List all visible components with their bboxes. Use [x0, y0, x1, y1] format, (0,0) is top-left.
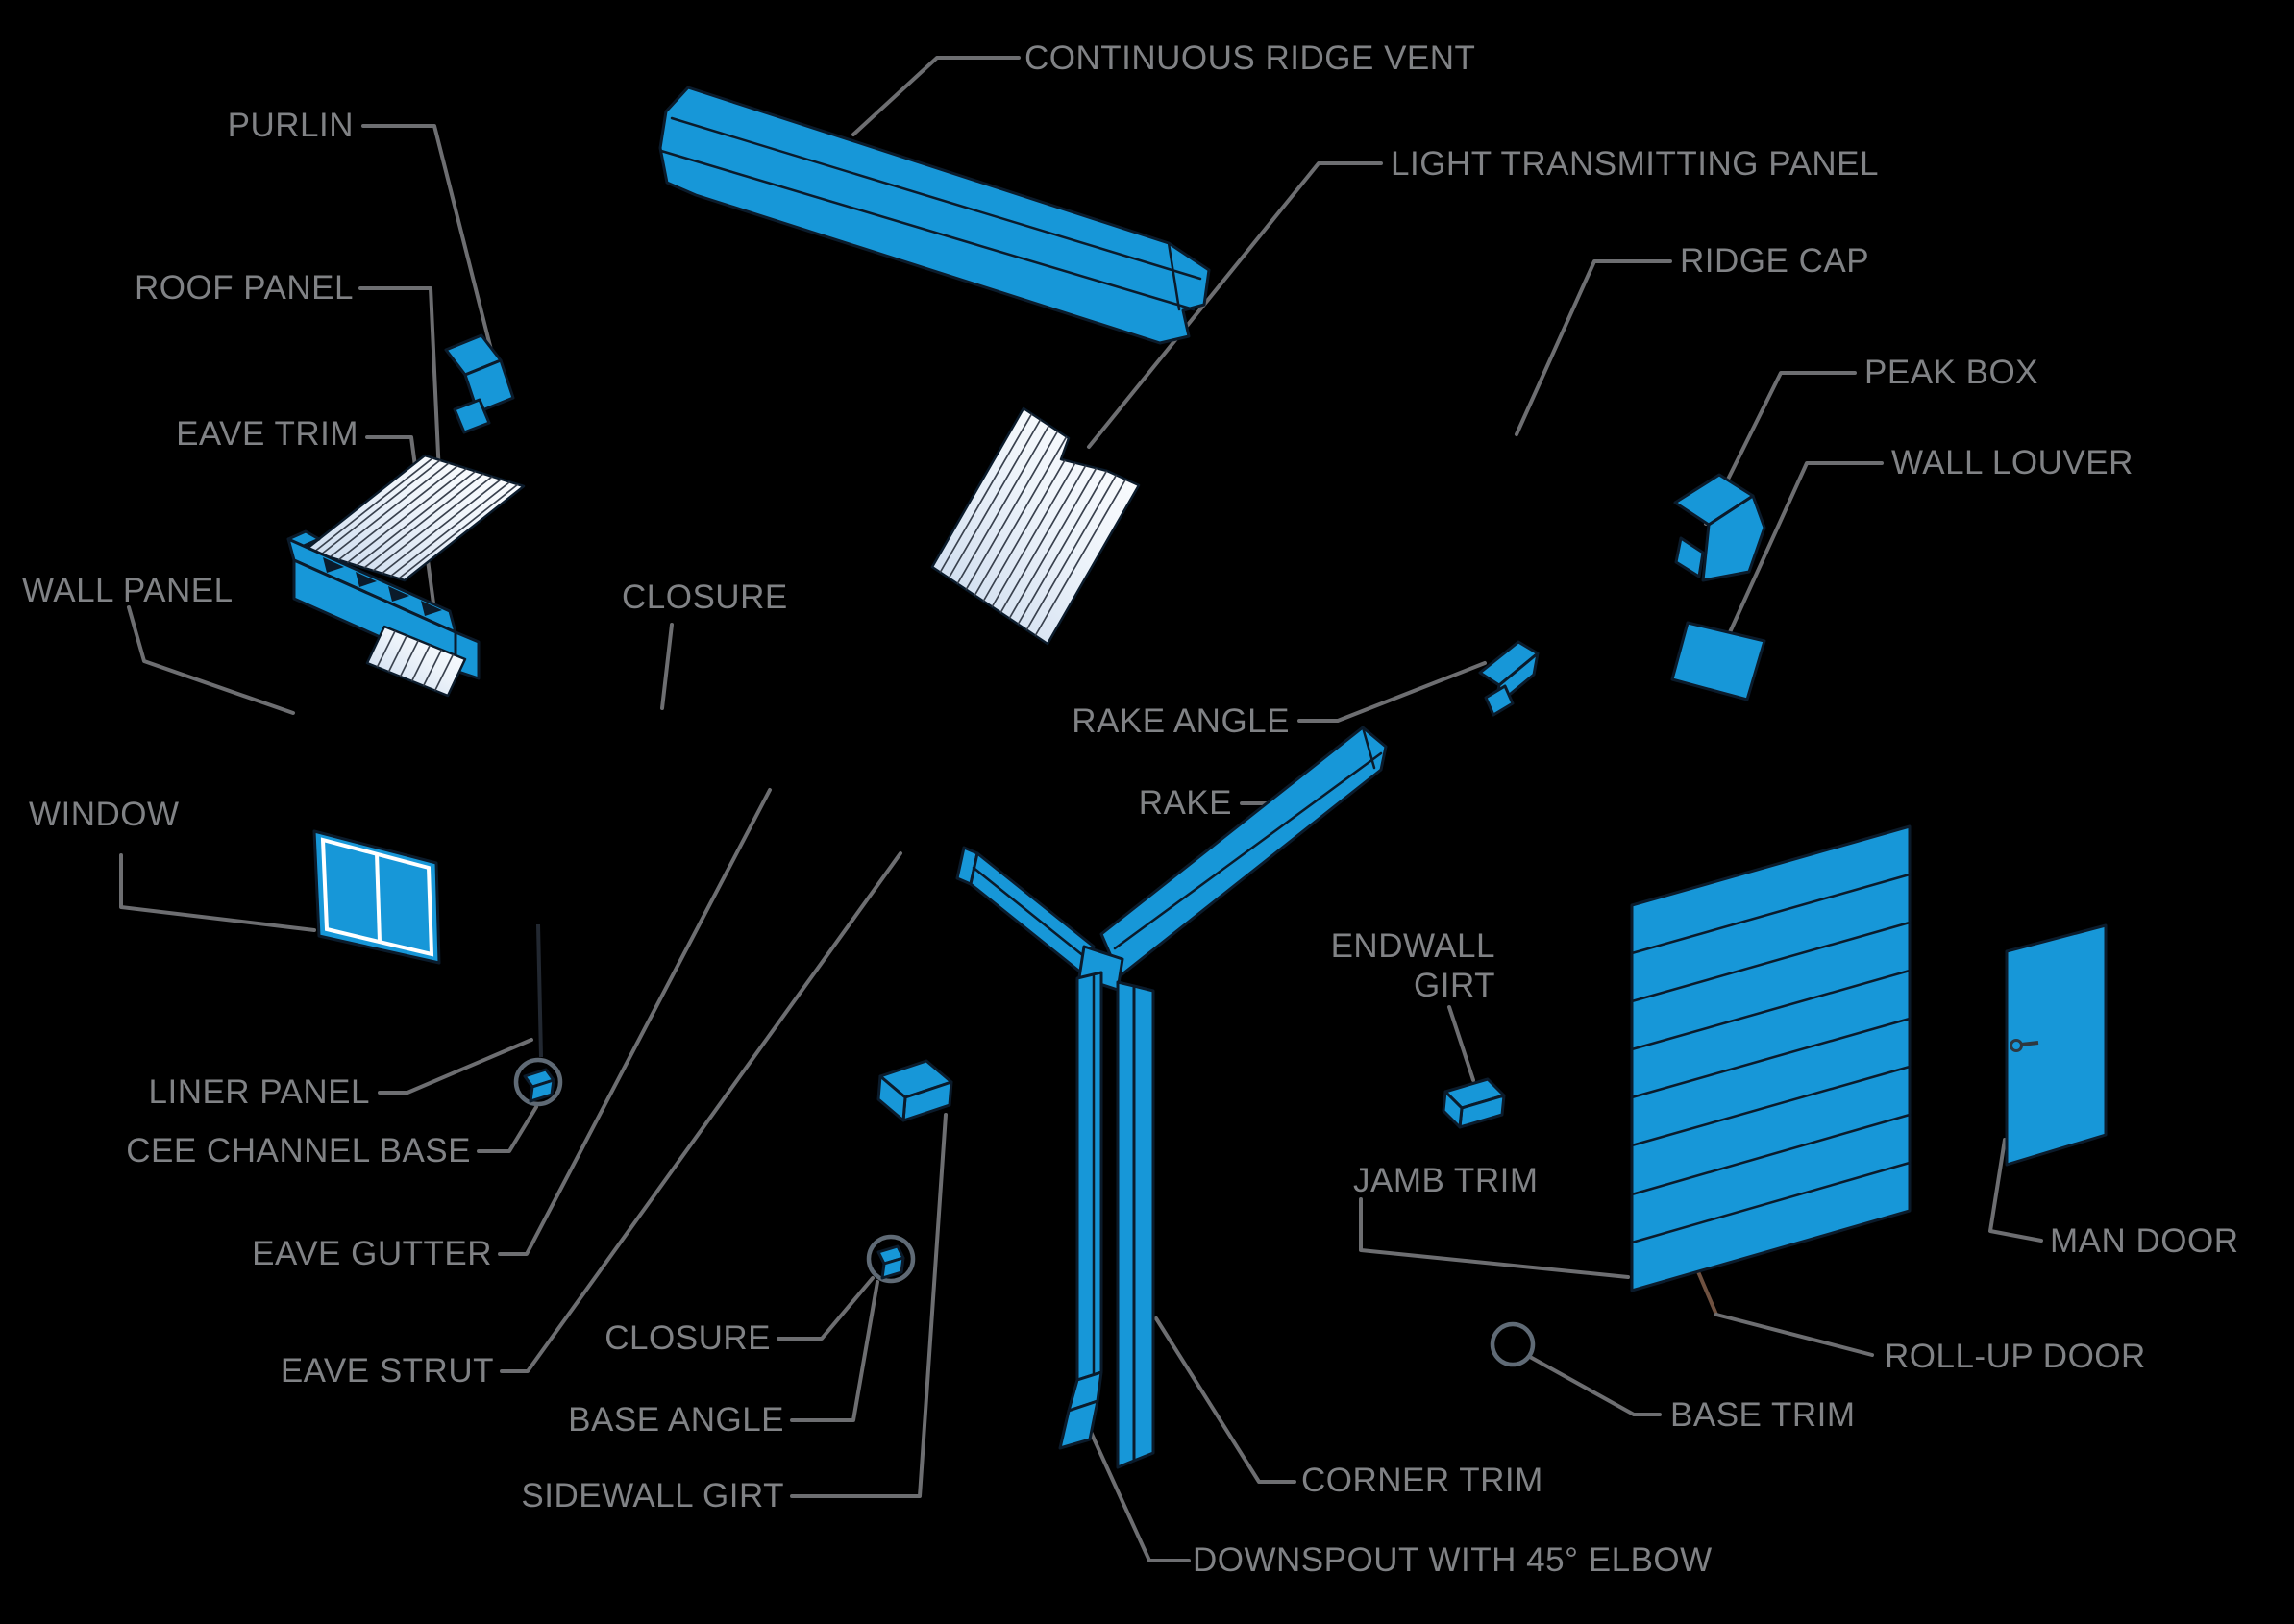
label-man-door: MAN DOOR [2050, 1222, 2239, 1260]
leader-downspout [1088, 1428, 1191, 1562]
leader-eave-strut [500, 851, 902, 1373]
labels: CONTINUOUS RIDGE VENT PURLIN ROOF PANEL … [22, 39, 2239, 1579]
leader-wall-louver [1728, 461, 1884, 634]
leader-roof-panel [358, 286, 442, 498]
label-base-angle: BASE ANGLE [568, 1401, 784, 1439]
leader-sidewall-girt [790, 1113, 948, 1498]
label-light-transmitting-panel: LIGHT TRANSMITTING PANEL [1391, 145, 1879, 183]
label-endwall-girt-line1: ENDWALL [1331, 927, 1495, 965]
label-continuous-ridge-vent: CONTINUOUS RIDGE VENT [1024, 39, 1475, 77]
label-cee-channel-base: CEE CHANNEL BASE [126, 1132, 471, 1169]
wall-panel-shape [365, 625, 467, 698]
closure-detail [866, 1234, 916, 1284]
peak-box-shape [1673, 473, 1766, 582]
rake-angle-shape [1478, 640, 1540, 717]
continuous-ridge-vent-shape [658, 86, 1211, 345]
label-endwall-girt-line2: GIRT [1414, 967, 1495, 1004]
roof-panel-shape [304, 454, 526, 582]
leader-rake-angle [1297, 661, 1487, 723]
label-window: WINDOW [29, 796, 180, 833]
leader-wall-panel [127, 605, 295, 715]
leader-liner-panel [378, 1038, 533, 1095]
label-eave-trim: EAVE TRIM [176, 415, 358, 453]
eave-gutter-shape [955, 846, 1096, 979]
label-closure-upper: CLOSURE [622, 578, 788, 616]
leader-closure-upper [660, 623, 674, 710]
label-sidewall-girt: SIDEWALL GIRT [521, 1477, 784, 1514]
label-rake-angle: RAKE ANGLE [1072, 702, 1290, 740]
label-closure-lower: CLOSURE [604, 1319, 771, 1357]
label-eave-strut: EAVE STRUT [281, 1352, 494, 1390]
label-eave-gutter: EAVE GUTTER [252, 1235, 492, 1272]
base-trim-detail [1490, 1321, 1536, 1367]
leader-jamb-trim [1359, 1197, 1630, 1279]
label-jamb-trim: JAMB TRIM [1353, 1162, 1538, 1199]
leader-roll-up-door [1714, 1313, 1874, 1357]
leader-closure-lower [777, 1276, 875, 1341]
liner-panel-shape [536, 923, 543, 1058]
leader-endwall-girt [1447, 1005, 1475, 1082]
label-base-trim: BASE TRIM [1670, 1396, 1856, 1434]
leader-peak-box [1704, 371, 1857, 526]
leader-corner-trim [1154, 1316, 1296, 1484]
purlin-shape [444, 333, 515, 434]
wall-louver-shape [1670, 621, 1766, 701]
sidewall-girt-shape [876, 1059, 953, 1122]
leader-base-trim [1528, 1355, 1662, 1416]
label-roll-up-door: ROLL-UP DOOR [1885, 1338, 2146, 1375]
window-shape [312, 829, 441, 965]
leader-man-door [1988, 1138, 2043, 1243]
label-wall-louver: WALL LOUVER [1891, 444, 2134, 481]
man-door-shape [2005, 923, 2108, 1167]
leader-eave-gutter [498, 788, 772, 1256]
label-roof-panel: ROOF PANEL [135, 269, 354, 307]
roll-up-door-shape [1630, 824, 1912, 1292]
label-corner-trim: CORNER TRIM [1301, 1462, 1543, 1499]
label-ridge-cap: RIDGE CAP [1680, 242, 1869, 280]
leader-cee-channel-base [477, 1105, 538, 1153]
leader-window [119, 853, 316, 932]
leader-light-transmitting-panel [1087, 161, 1383, 449]
leader-eave-trim [365, 435, 439, 634]
leader-lines [119, 56, 2043, 1562]
leader-ridge-cap [1515, 259, 1672, 436]
label-peak-box: PEAK BOX [1864, 354, 2038, 391]
downspout-shape [1058, 971, 1103, 1450]
label-downspout: DOWNSPOUT WITH 45° ELBOW [1193, 1541, 1713, 1579]
leader-purlin [361, 124, 494, 356]
leader-continuous-ridge-vent [851, 56, 1021, 136]
endwall-girt-shape [1442, 1077, 1506, 1129]
light-transmitting-panel-shape [930, 406, 1141, 646]
label-purlin: PURLIN [228, 107, 354, 144]
label-rake: RAKE [1139, 784, 1232, 822]
label-liner-panel: LINER PANEL [149, 1073, 371, 1111]
corner-trim-shape [1116, 980, 1155, 1469]
cee-channel-base-detail [513, 1057, 563, 1107]
leader-base-angle [790, 1280, 879, 1422]
label-wall-panel: WALL PANEL [22, 572, 234, 609]
